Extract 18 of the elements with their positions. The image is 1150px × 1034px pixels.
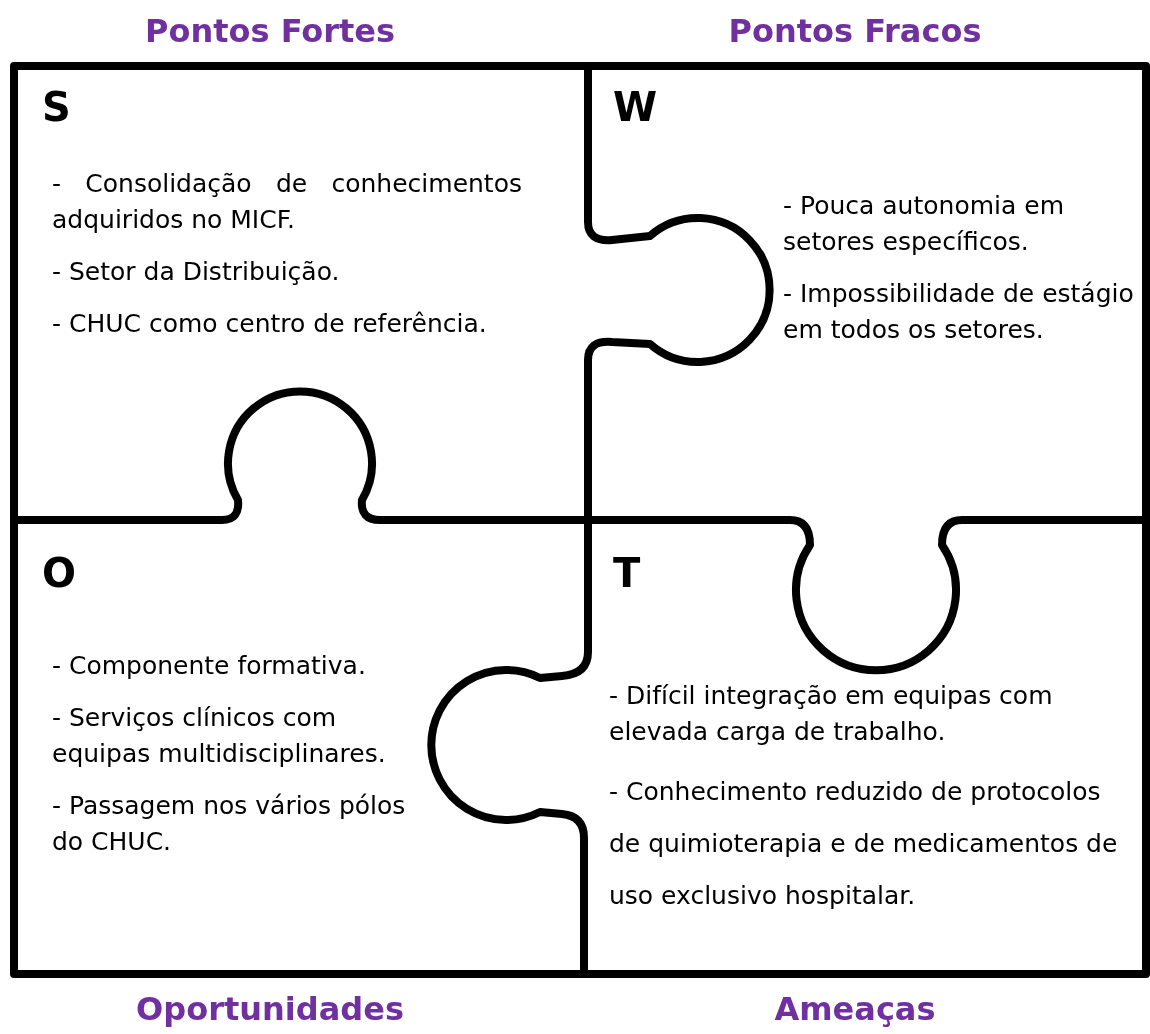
quadrant-heading: Pontos Fracos (727, 12, 983, 50)
bullet-point: - Componente formativa. (52, 650, 367, 682)
bullet-point: - Consolidação de conhecimentos adquiridos no MICF. (52, 168, 522, 236)
quadrant-heading: Ameaças (773, 990, 937, 1028)
swot-letter: T (613, 550, 641, 596)
bullet-point: - Difícil integração em equipas com elevada carga de trabalho. (609, 680, 1054, 748)
swot-letter: S (42, 84, 71, 130)
swot-letter: W (613, 84, 658, 130)
quadrant-heading: Oportunidades (135, 990, 405, 1028)
swot-letter: O (42, 550, 76, 596)
bullet-point: - Setor da Distribuição. (52, 256, 341, 288)
bullet-point: - CHUC como centro de referência. (52, 308, 488, 340)
bullet-point: - Impossibilidade de estágio em todos os setores. (783, 278, 1135, 346)
bullet-point: - Conhecimento reduzido de protocolos de quimioterapia e de medicamentos de uso exclusivo hospitalar. (609, 776, 1119, 912)
bullet-point: - Serviços clínicos com equipas multidisciplinares. (52, 702, 387, 770)
quadrant-heading: Pontos Fortes (143, 12, 397, 50)
bullet-point: - Pouca autonomia em setores específicos. (783, 190, 1065, 258)
bullet-point: - Passagem nos vários pólos do CHUC. (52, 790, 407, 858)
